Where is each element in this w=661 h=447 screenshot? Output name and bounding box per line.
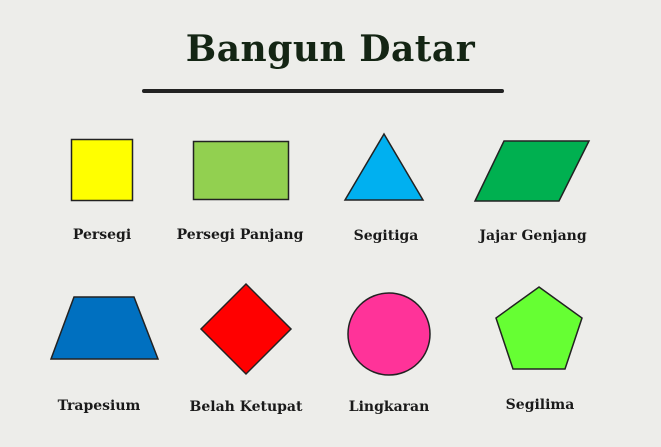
page-title: Bangun Datar: [185, 28, 476, 70]
triangle-shape: [343, 132, 425, 201]
parallelogram-shape: [473, 140, 591, 202]
rhombus-shape: [199, 282, 293, 376]
label-segilima: Segilima: [505, 397, 575, 413]
title-underline: [142, 89, 504, 93]
trapezoid-shape: [49, 296, 160, 360]
square-shape: [70, 138, 134, 202]
label-persegi-panjang: Persegi Panjang: [176, 227, 304, 243]
label-trapesium: Trapesium: [57, 398, 141, 414]
pentagon-shape: [495, 286, 583, 370]
label-jajar-genjang: Jajar Genjang: [479, 228, 587, 244]
rectangle-shape: [192, 140, 290, 201]
label-belah-ketupat: Belah Ketupat: [189, 399, 303, 415]
label-segitiga: Segitiga: [353, 228, 419, 244]
label-lingkaran: Lingkaran: [348, 399, 430, 415]
label-persegi: Persegi: [72, 227, 132, 243]
circle-shape: [347, 292, 431, 376]
